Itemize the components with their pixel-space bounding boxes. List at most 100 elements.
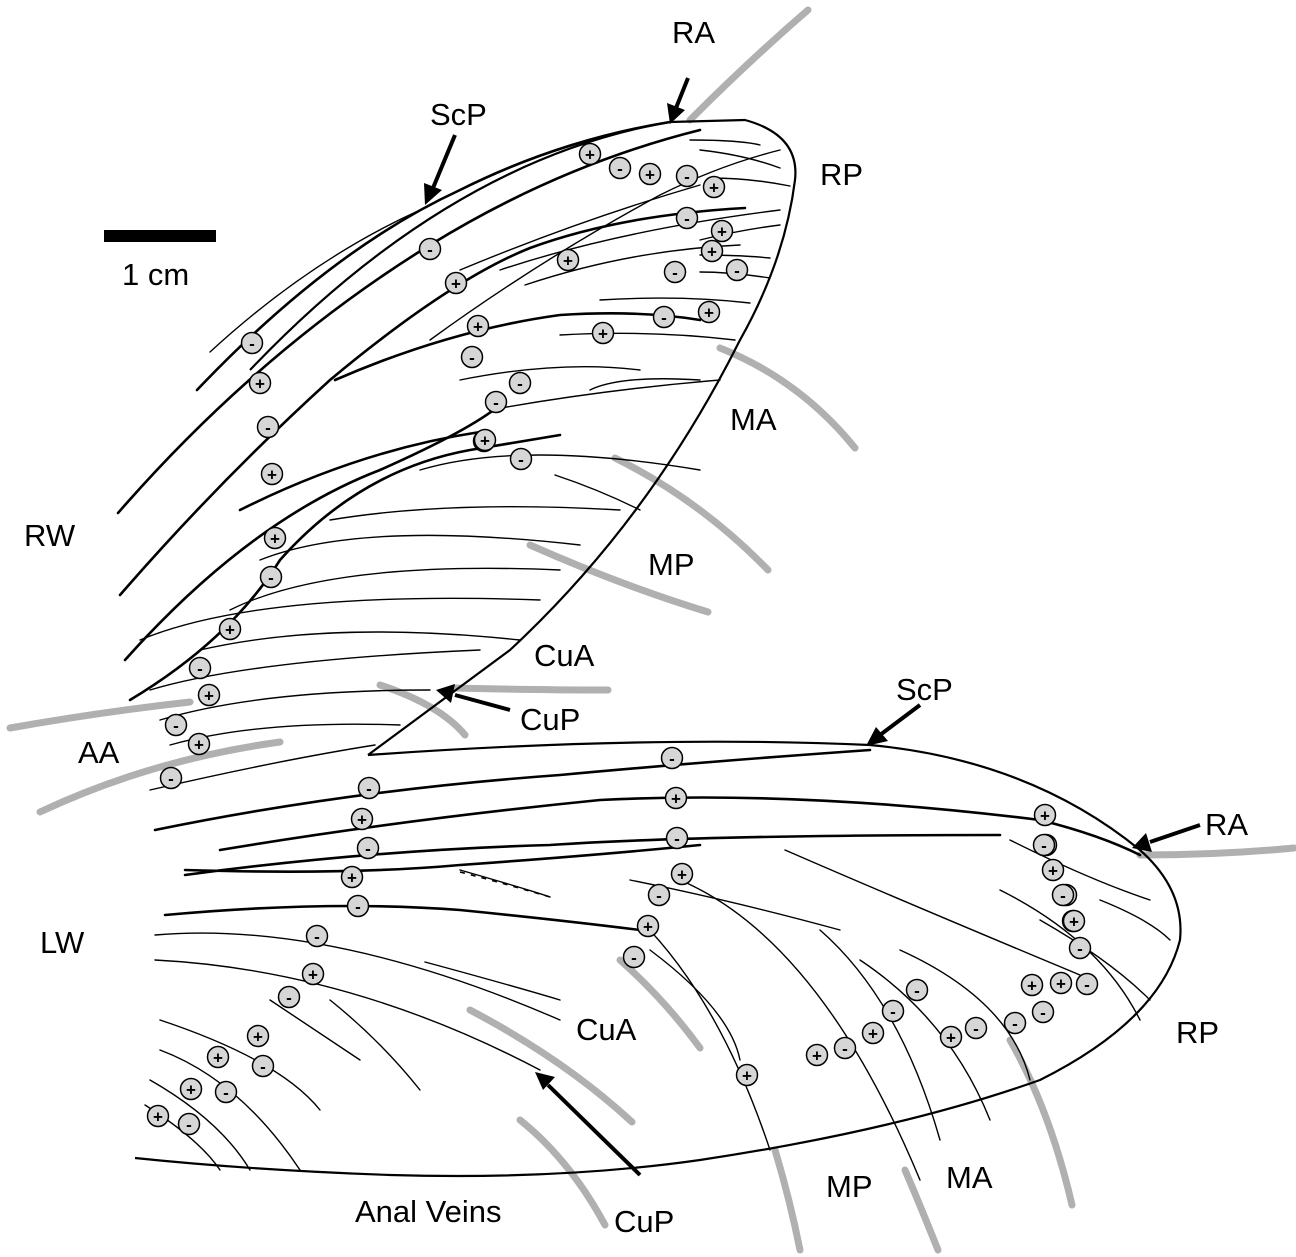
lower-sign-text: - <box>365 840 371 859</box>
lower-sign-text: + <box>1069 913 1079 932</box>
lower-plus-marker <box>1020 973 1044 997</box>
upper-sign-text: + <box>717 223 727 242</box>
upper-sign-text: - <box>493 394 499 413</box>
lower-wing-ghost-veins <box>466 844 1296 1254</box>
lower-sign-text: - <box>366 780 372 799</box>
upper-sign-text: - <box>661 309 667 328</box>
lower-plus-marker <box>301 962 325 986</box>
lower-plus-marker <box>670 862 694 886</box>
lower-minus-marker <box>964 1016 988 1040</box>
upper-label-mp: MP <box>648 547 695 582</box>
lower-wing-sign-markers: -+-+--+-+-+-+-+-+-+-+-+-+-+--+-+-+--+-+-… <box>146 746 1099 1136</box>
lower-minus-marker <box>660 746 684 770</box>
upper-label-cup: CuP <box>520 702 580 737</box>
lower-plus-marker <box>1033 803 1057 827</box>
lower-sign-text: - <box>674 830 680 849</box>
scale-bar-label: 1 cm <box>122 257 189 292</box>
lower-minus-marker <box>357 776 381 800</box>
upper-sign-text: + <box>707 243 717 262</box>
wing-label-lw: LW <box>40 925 85 960</box>
upper-minus-marker <box>509 447 533 471</box>
upper-plus-marker <box>710 219 734 243</box>
lower-sign-text: - <box>314 928 320 947</box>
lower-plus-marker <box>1041 858 1065 882</box>
upper-label-ma: MA <box>730 402 777 437</box>
upper-minus-marker <box>164 713 188 737</box>
upper-minus-marker <box>240 331 264 355</box>
upper-plus-marker <box>556 248 580 272</box>
upper-minus-marker <box>159 766 183 790</box>
upper-sign-text: - <box>684 168 690 187</box>
lower-sign-text: + <box>946 1029 956 1048</box>
lower-plus-marker <box>735 1063 759 1087</box>
lower-minus-marker <box>1031 1000 1055 1024</box>
upper-sign-text: - <box>518 451 524 470</box>
scale-bar: 1 cm <box>104 230 216 292</box>
upper-plus-marker <box>578 142 602 166</box>
lower-minus-marker <box>905 978 929 1002</box>
lower-minus-marker <box>1032 833 1056 857</box>
upper-label-ra: RA <box>672 15 715 50</box>
upper-sign-text: + <box>585 146 595 165</box>
annotation-arrows <box>424 77 1201 1177</box>
lower-sign-text: + <box>1056 975 1066 994</box>
lower-minus-marker <box>1003 1011 1027 1035</box>
lower-sign-text: - <box>890 1003 896 1022</box>
lower-sign-text: - <box>186 1116 192 1135</box>
upper-minus-marker <box>188 656 212 680</box>
lower-sign-text: + <box>1027 977 1037 996</box>
lower-plus-marker <box>350 807 374 831</box>
lower-sign-text: + <box>677 866 687 885</box>
lower-sign-text: + <box>671 790 681 809</box>
lower-sign-text: - <box>1012 1015 1018 1034</box>
upper-sign-text: + <box>204 687 214 706</box>
lower-minus-marker <box>356 836 380 860</box>
lower-sign-text: + <box>643 918 653 937</box>
lower-minus-marker <box>277 985 301 1009</box>
upper-wing-outline <box>249 118 797 756</box>
upper-plus-marker <box>218 617 242 641</box>
lower-sign-text: + <box>742 1067 752 1086</box>
upper-wing-sign-markers: +-+-+-++--+-+-+-++-+-+--+-+-+-+-+-+ <box>159 142 749 790</box>
upper-plus-marker <box>697 300 721 324</box>
upper-sign-text: - <box>265 419 271 438</box>
upper-wing <box>116 118 797 791</box>
upper-sign-text: - <box>249 335 255 354</box>
lower-sign-text: + <box>186 1081 196 1100</box>
lower-minus-marker <box>881 999 905 1023</box>
upper-minus-marker <box>460 345 484 369</box>
lower-plus-marker <box>179 1077 203 1101</box>
upper-plus-marker <box>263 526 287 550</box>
upper-minus-marker <box>256 415 280 439</box>
lower-plus-marker <box>1049 971 1073 995</box>
upper-sign-text: - <box>268 569 274 588</box>
upper-plus-marker <box>444 271 468 295</box>
lower-plus-marker <box>246 1024 270 1048</box>
upper-plus-marker <box>591 321 615 345</box>
lower-sign-text: - <box>1040 1004 1046 1023</box>
labels: RW LW ScP RA RP MA MP CuA CuP AA ScP RA … <box>24 15 1248 1239</box>
lower-plus-marker <box>664 786 688 810</box>
lower-plus-marker <box>636 914 660 938</box>
lower-minus-marker <box>665 826 689 850</box>
lower-sign-text: + <box>153 1108 163 1127</box>
lower-sign-text: - <box>1060 887 1066 906</box>
lower-minus-marker <box>177 1112 201 1136</box>
upper-sign-text: - <box>168 770 174 789</box>
lower-wing-outline <box>134 740 1182 1178</box>
lower-plus-marker <box>939 1025 963 1049</box>
scale-bar-line <box>104 230 216 242</box>
upper-minus-marker <box>675 206 699 230</box>
lower-minus-marker <box>214 1080 238 1104</box>
upper-sign-text: - <box>427 241 433 260</box>
lower-plus-marker <box>861 1021 885 1045</box>
upper-sign-text: + <box>225 621 235 640</box>
upper-minus-marker <box>484 390 508 414</box>
upper-minus-marker <box>663 260 687 284</box>
lower-sign-text: - <box>260 1058 266 1077</box>
upper-minus-marker <box>608 156 632 180</box>
upper-sign-text: - <box>469 349 475 368</box>
upper-label-cua: CuA <box>534 638 595 673</box>
upper-sign-text: + <box>563 252 573 271</box>
